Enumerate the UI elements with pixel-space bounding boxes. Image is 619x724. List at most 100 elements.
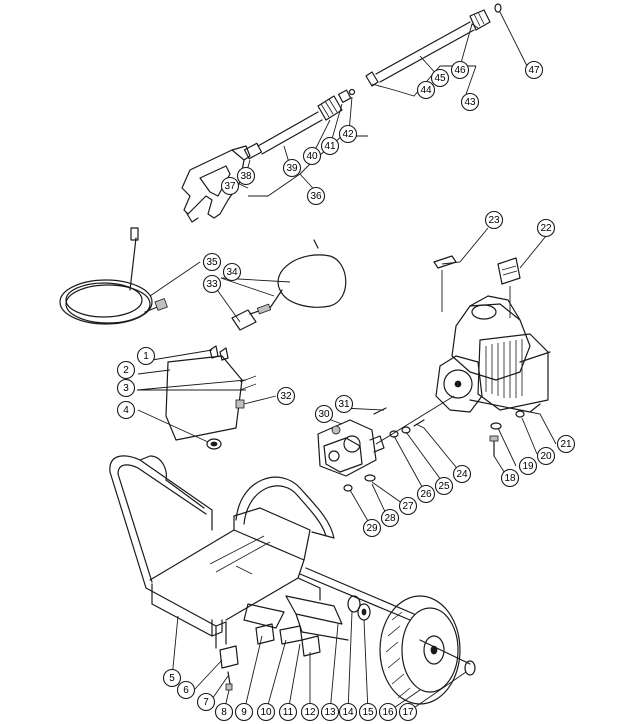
callout-number: 30 — [318, 409, 330, 420]
callout-31: 31 — [334, 394, 354, 414]
callout-number: 42 — [342, 129, 354, 140]
callout-27: 27 — [398, 496, 418, 516]
callout-25: 25 — [434, 476, 454, 496]
callout-circle — [320, 136, 340, 156]
callout-1: 1 — [136, 346, 156, 366]
callout-number: 32 — [280, 391, 292, 402]
engine-leader — [441, 270, 511, 318]
callout-circle — [278, 702, 298, 722]
cart-frame — [109, 455, 335, 649]
callout-circle — [524, 60, 544, 80]
callout-number: 35 — [206, 257, 218, 268]
callout-circle — [256, 702, 276, 722]
filter-33 — [231, 303, 272, 331]
callout-19: 19 — [518, 456, 538, 476]
callout-number: 21 — [560, 439, 572, 450]
callout-circle — [484, 210, 504, 230]
callout-circle — [338, 702, 358, 722]
callout-42: 42 — [338, 124, 358, 144]
callout-39: 39 — [282, 158, 302, 178]
callout-circle — [306, 186, 326, 206]
callout-circle — [452, 464, 472, 484]
wand-lower — [257, 111, 323, 155]
callout-circle — [234, 702, 254, 722]
callout-32: 32 — [276, 386, 296, 406]
brackets-9-12 — [255, 623, 321, 657]
callout-45: 45 — [430, 68, 450, 88]
callout-circle — [430, 68, 450, 88]
washer-13-15 — [347, 595, 371, 621]
pump-shaft-line — [375, 395, 455, 445]
callout-4: 4 — [116, 400, 136, 420]
callout-circle — [518, 456, 538, 476]
callout-11: 11 — [278, 702, 298, 722]
callout-41: 41 — [320, 136, 340, 156]
callout-number: 9 — [241, 707, 247, 718]
callout-circle — [320, 702, 340, 722]
callout-circle — [450, 60, 470, 80]
callout-circle — [136, 346, 156, 366]
callout-6: 6 — [176, 680, 196, 700]
callout-8: 8 — [214, 702, 234, 722]
callout-12: 12 — [300, 702, 320, 722]
callout-number: 12 — [304, 707, 316, 718]
callout-number: 20 — [540, 451, 552, 462]
bolt-32 — [235, 399, 245, 409]
callout-circle — [536, 218, 556, 238]
callout-circle — [378, 702, 398, 722]
axle-bracket — [243, 595, 349, 641]
callout-number: 26 — [420, 489, 432, 500]
decal-22 — [497, 257, 521, 285]
callout-3: 3 — [116, 378, 136, 398]
callout-circle — [220, 176, 240, 196]
callout-14: 14 — [338, 702, 358, 722]
callout-5: 5 — [162, 668, 182, 688]
callout-circle — [314, 404, 334, 424]
callout-number: 15 — [362, 707, 374, 718]
callout-number: 23 — [488, 215, 500, 226]
callout-28: 28 — [380, 508, 400, 528]
callout-29: 29 — [362, 518, 382, 538]
callout-number: 14 — [342, 707, 354, 718]
high-pressure-hose — [59, 227, 168, 325]
callout-circle — [334, 394, 354, 414]
foot-6 — [219, 645, 239, 691]
callout-number: 24 — [456, 469, 468, 480]
pump — [317, 419, 385, 477]
callout-20: 20 — [536, 446, 556, 466]
bolts-18-20 — [489, 410, 525, 457]
callout-number: 18 — [504, 473, 516, 484]
callout-number: 6 — [183, 685, 189, 696]
callout-circle — [398, 496, 418, 516]
callout-35: 35 — [202, 252, 222, 272]
callout-24: 24 — [452, 464, 472, 484]
callout-23: 23 — [484, 210, 504, 230]
callout-number: 41 — [324, 141, 336, 152]
callout-circle — [116, 378, 136, 398]
callout-number: 5 — [169, 673, 175, 684]
callout-number: 22 — [540, 223, 552, 234]
wand-upper — [365, 9, 491, 87]
callout-number: 29 — [366, 523, 378, 534]
callout-circle — [500, 468, 520, 488]
callout-40: 40 — [302, 146, 322, 166]
callout-circle — [176, 680, 196, 700]
callout-37: 37 — [220, 176, 240, 196]
callout-circle — [380, 508, 400, 528]
callout-7: 7 — [196, 692, 216, 712]
callout-circle — [202, 252, 222, 272]
callout-circle — [460, 92, 480, 112]
oring-47 — [494, 3, 502, 13]
callout-circle — [116, 360, 136, 380]
callout-30: 30 — [314, 404, 334, 424]
callout-circle — [236, 166, 256, 186]
callout-number: 1 — [143, 351, 149, 362]
callout-number: 2 — [123, 365, 129, 376]
callout-38: 38 — [236, 166, 256, 186]
callout-2: 2 — [116, 360, 136, 380]
callout-circle — [196, 692, 216, 712]
callout-circle — [434, 476, 454, 496]
callout-number: 27 — [402, 501, 414, 512]
callout-circle — [282, 158, 302, 178]
